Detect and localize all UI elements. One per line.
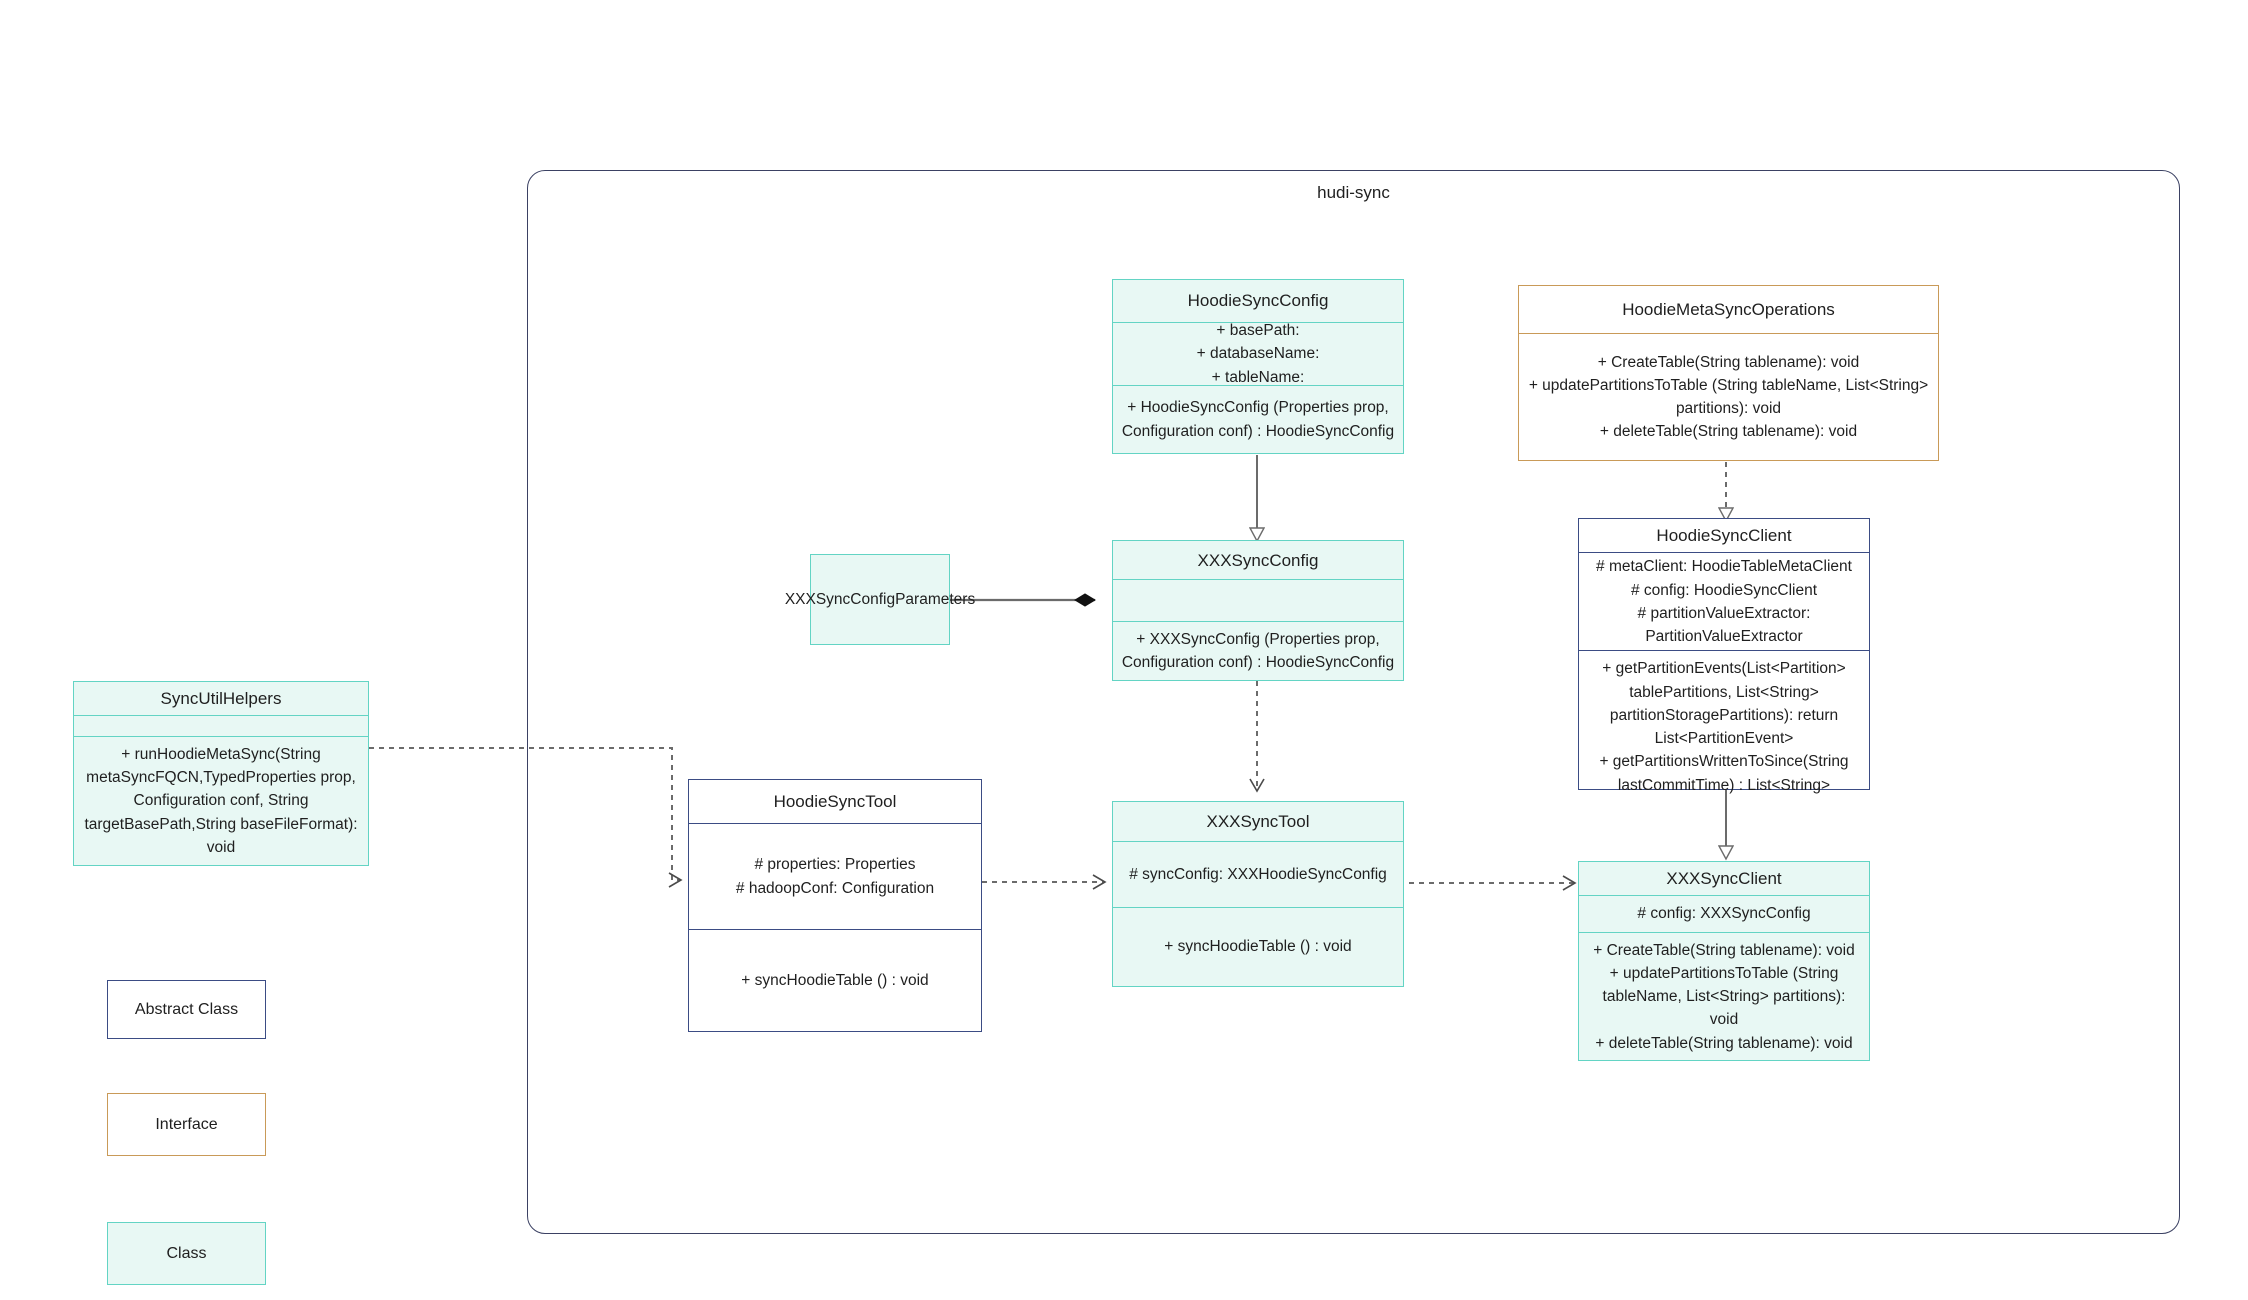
class-box-xxx-sync-client[interactable]: XXXSyncClient # config: XXXSyncConfig + …: [1578, 861, 1870, 1061]
class-name-hoodie-meta-sync-operations: HoodieMetaSyncOperations: [1622, 299, 1835, 319]
legend-item-class: Class: [107, 1222, 266, 1285]
legend-label-abstract-class: Abstract Class: [134, 1000, 239, 1018]
class-name-xxx-sync-client: XXXSyncClient: [1666, 869, 1782, 888]
legend-item-abstract-class: Abstract Class: [107, 980, 266, 1039]
class-box-sync-util-helpers[interactable]: SyncUtilHelpers + runHoodieMetaSync(Stri…: [73, 681, 369, 866]
legend-label-class: Class: [166, 1244, 207, 1262]
class-methods-hoodie-sync-tool: + syncHoodieTable () : void: [689, 929, 981, 1031]
legend-item-interface: Interface: [107, 1093, 266, 1156]
class-box-hoodie-meta-sync-operations[interactable]: HoodieMetaSyncOperations + CreateTable(S…: [1518, 285, 1939, 461]
class-methods-hoodie-meta-sync-operations: + CreateTable(String tablename): void + …: [1519, 333, 1938, 460]
class-methods-hoodie-sync-config: + HoodieSyncConfig (Properties prop, Con…: [1113, 385, 1403, 453]
package-title: hudi-sync: [1317, 183, 1390, 202]
class-name-hoodie-sync-config: HoodieSyncConfig: [1187, 291, 1329, 311]
class-attributes-xxx-sync-client: # config: XXXSyncConfig: [1579, 895, 1869, 931]
legend-label-interface: Interface: [155, 1115, 218, 1133]
class-box-hoodie-sync-tool[interactable]: HoodieSyncTool # properties: Properties …: [688, 779, 982, 1032]
class-methods-hoodie-sync-client: + getPartitionEvents(List<Partition> tab…: [1579, 650, 1869, 803]
class-box-hoodie-sync-client[interactable]: HoodieSyncClient # metaClient: HoodieTab…: [1578, 518, 1870, 794]
class-methods-xxx-sync-tool: + syncHoodieTable () : void: [1113, 907, 1403, 986]
class-name-sync-util-helpers: SyncUtilHelpers: [160, 689, 282, 708]
class-attributes-hoodie-sync-tool: # properties: Properties # hadoopConf: C…: [689, 823, 981, 929]
class-attributes-hoodie-sync-client: # metaClient: HoodieTableMetaClient # co…: [1579, 552, 1869, 650]
class-methods-sync-util-helpers: + runHoodieMetaSync(String metaSyncFQCN,…: [74, 735, 368, 865]
class-box-xxx-sync-config-parameters[interactable]: XXXSyncConfigParameters: [784, 554, 976, 645]
class-box-xxx-sync-tool[interactable]: XXXSyncTool # syncConfig: XXXHoodieSyncC…: [1112, 801, 1404, 987]
class-attributes-xxx-sync-config: [1113, 579, 1403, 620]
class-name-xxx-sync-config-parameters: XXXSyncConfigParameters: [784, 590, 976, 608]
class-attributes-xxx-sync-tool: # syncConfig: XXXHoodieSyncConfig: [1113, 841, 1403, 907]
class-box-xxx-sync-config[interactable]: XXXSyncConfig + XXXSyncConfig (Propertie…: [1112, 540, 1404, 681]
class-box-hoodie-sync-config[interactable]: HoodieSyncConfig + basePath: + databaseN…: [1112, 279, 1404, 454]
package-hudi-sync: hudi-sync: [527, 170, 2180, 1234]
class-attributes-hoodie-sync-config: + basePath: + databaseName: + tableName:: [1113, 322, 1403, 386]
class-methods-xxx-sync-config: + XXXSyncConfig (Properties prop, Config…: [1113, 620, 1403, 681]
class-attributes-sync-util-helpers: [74, 715, 368, 736]
class-name-hoodie-sync-client: HoodieSyncClient: [1656, 526, 1792, 545]
class-name-xxx-sync-config: XXXSyncConfig: [1197, 550, 1319, 570]
class-name-hoodie-sync-tool: HoodieSyncTool: [773, 791, 897, 811]
class-name-xxx-sync-tool: XXXSyncTool: [1206, 811, 1310, 831]
class-methods-xxx-sync-client: + CreateTable(String tablename): void + …: [1579, 931, 1869, 1061]
